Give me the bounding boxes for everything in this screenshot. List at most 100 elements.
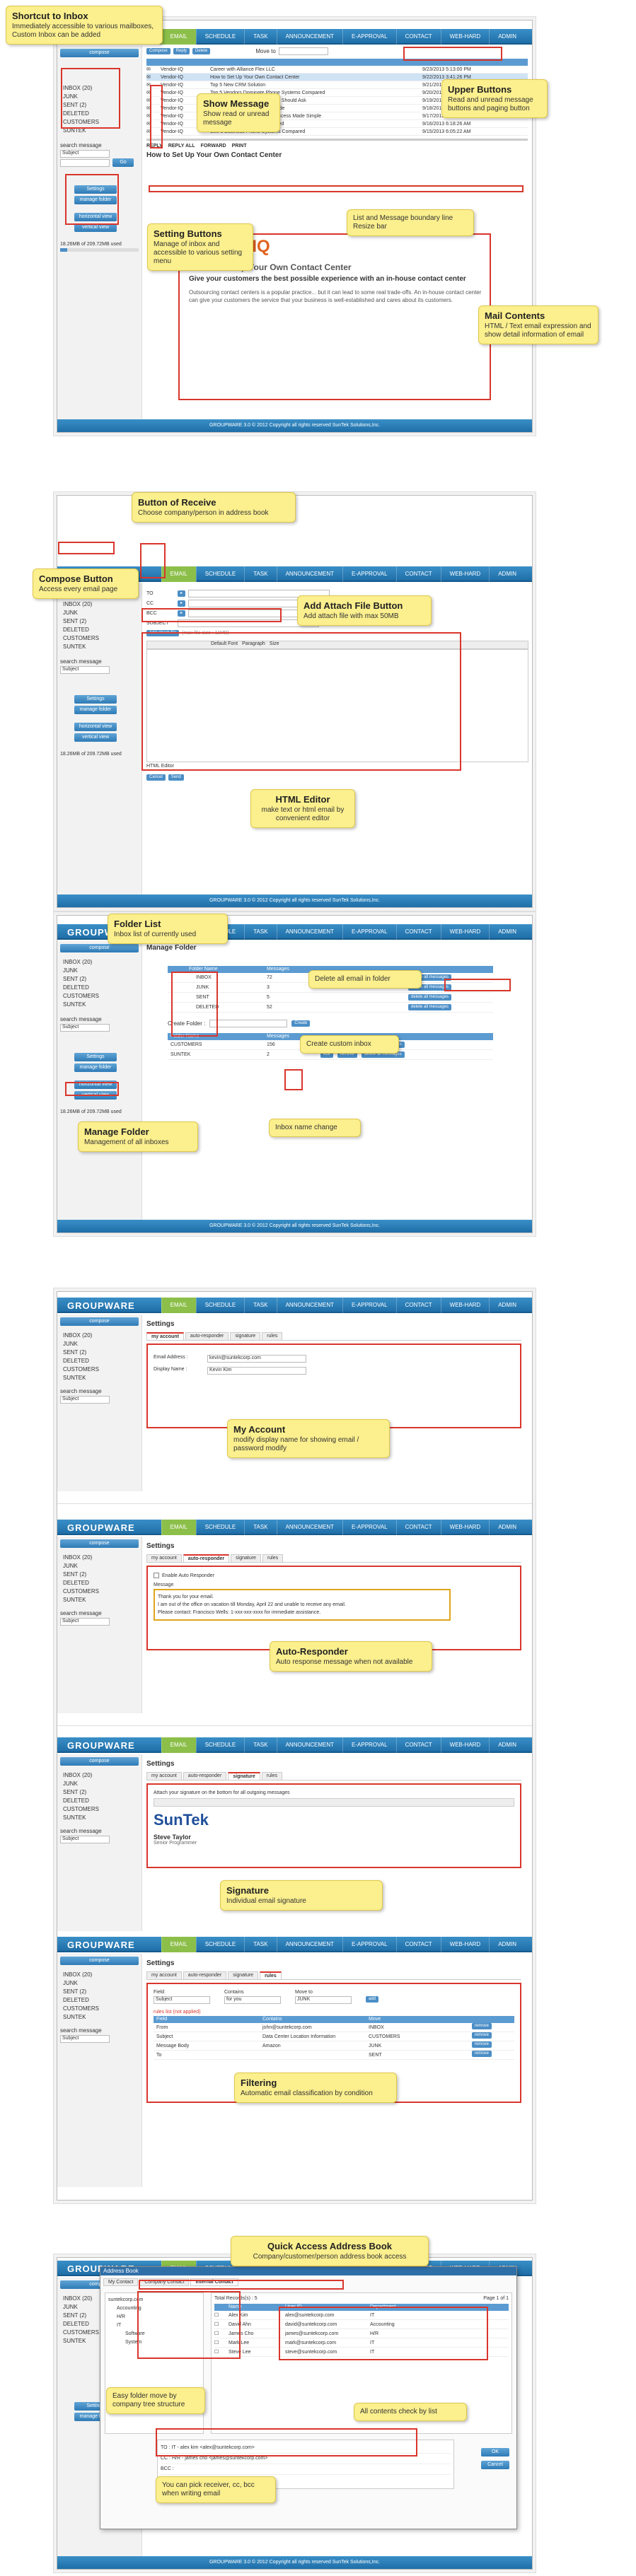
nav-tab-admin[interactable]: ADMIN — [489, 1520, 525, 1535]
nav-tab-contact[interactable]: CONTACT — [395, 1520, 441, 1535]
folder-item[interactable]: JUNK — [63, 93, 78, 100]
folder-item[interactable]: CUSTOMERS — [63, 2329, 99, 2336]
tree-node[interactable]: suntekcorp.com — [108, 2297, 144, 2302]
nav-tab-web-hard[interactable]: WEB-HARD — [440, 1520, 490, 1535]
nav-tab-announcement[interactable]: ANNOUNCEMENT — [276, 1520, 342, 1535]
folder-item[interactable]: JUNK — [63, 1980, 78, 1986]
vertical-view-button[interactable]: vertical view — [74, 733, 117, 742]
rule-input[interactable]: for you — [224, 1996, 281, 2004]
nav-tab-web-hard[interactable]: WEB-HARD — [440, 566, 490, 582]
nav-tab-web-hard[interactable]: WEB-HARD — [440, 1298, 490, 1313]
nav-tab-task[interactable]: TASK — [244, 566, 276, 582]
settings-button[interactable]: Settings — [74, 1053, 117, 1061]
action-forward[interactable]: FORWARD — [200, 144, 226, 148]
nav-tab-admin[interactable]: ADMIN — [489, 29, 525, 45]
manage-folder-button[interactable]: manage folder — [74, 1063, 117, 1072]
nav-tab-email[interactable]: EMAIL — [161, 1937, 196, 1952]
delete-all-button[interactable]: delete all messages — [408, 984, 452, 991]
tree-node[interactable]: IT — [117, 2323, 122, 2328]
nav-tab-email[interactable]: EMAIL — [161, 1298, 196, 1313]
settings-tab-auto-responder[interactable]: auto-responder — [183, 1971, 227, 1979]
folder-item[interactable]: CUSTOMERS — [63, 635, 99, 641]
settings-tab-rules[interactable]: rules — [260, 1971, 282, 1979]
nav-tab-schedule[interactable]: SCHEDULE — [195, 1937, 245, 1952]
edit-folder-button[interactable]: edit — [320, 1051, 333, 1058]
nav-tab-announcement[interactable]: ANNOUNCEMENT — [276, 29, 342, 45]
nav-tab-email[interactable]: EMAIL — [161, 566, 196, 582]
nav-tab-contact[interactable]: CONTACT — [395, 29, 441, 45]
remove-rule-button[interactable]: remove — [472, 2023, 492, 2029]
nav-tab-email[interactable]: EMAIL — [161, 1737, 196, 1753]
settings-tab-rules[interactable]: rules — [262, 1554, 284, 1562]
vertical-view-button[interactable]: vertical view — [74, 223, 117, 232]
nav-tab-contact[interactable]: CONTACT — [395, 566, 441, 582]
delete-all-button[interactable]: delete all messages — [408, 994, 452, 1001]
folder-item[interactable]: SENT (2) — [63, 618, 87, 624]
reply-toolbar-button[interactable]: Reply — [173, 47, 190, 54]
folder-item[interactable]: CUSTOMERS — [63, 993, 99, 999]
auto-message-textarea[interactable]: Thank you for your email.I am out of the… — [154, 1589, 451, 1621]
address-tab[interactable]: My Contact — [103, 2278, 139, 2286]
remove-rule-button[interactable]: remove — [472, 2041, 492, 2048]
cancel-button[interactable]: Cancel — [481, 2461, 509, 2469]
delete-all-button[interactable]: delete all messages — [408, 1004, 452, 1010]
nav-tab-admin[interactable]: ADMIN — [489, 1937, 525, 1952]
folder-item[interactable]: JUNK — [63, 967, 78, 974]
delete-all-button[interactable]: delete all messages — [361, 1051, 405, 1058]
editor-mode[interactable]: HTML Editor — [146, 764, 175, 769]
nav-tab-admin[interactable]: ADMIN — [489, 566, 525, 582]
row-checkbox[interactable]: ☐ — [214, 2313, 219, 2318]
add-rule-button[interactable]: add — [366, 1996, 379, 2003]
search-select[interactable]: Subject — [60, 1024, 110, 1032]
folder-item[interactable]: SUNTEK — [63, 1375, 86, 1381]
nav-tab-schedule[interactable]: SCHEDULE — [195, 1520, 245, 1535]
settings-tab-signature[interactable]: signature — [231, 1554, 261, 1562]
nav-tab-email[interactable]: EMAIL — [161, 1520, 196, 1535]
nav-tab-schedule[interactable]: SCHEDULE — [195, 566, 245, 582]
nav-tab-announcement[interactable]: ANNOUNCEMENT — [276, 566, 342, 582]
compose-button[interactable]: compose — [60, 1957, 139, 1965]
nav-tab-web-hard[interactable]: WEB-HARD — [440, 1937, 490, 1952]
nav-tab-e-approval[interactable]: E-APPROVAL — [342, 29, 396, 45]
receiver-line[interactable]: CC : H/R - james cho <james@suntekcorp.c… — [161, 2454, 451, 2464]
folder-item[interactable]: SENT (2) — [63, 102, 87, 108]
folder-item[interactable]: DELETED — [63, 110, 89, 117]
nav-tab-announcement[interactable]: ANNOUNCEMENT — [276, 1298, 342, 1313]
search-select[interactable]: Subject — [60, 1836, 110, 1843]
nav-tab-contact[interactable]: CONTACT — [395, 924, 441, 940]
nav-tab-admin[interactable]: ADMIN — [489, 1737, 525, 1753]
create-folder-input[interactable] — [209, 1020, 288, 1027]
nav-tab-task[interactable]: TASK — [244, 1737, 276, 1753]
nav-tab-task[interactable]: TASK — [244, 29, 276, 45]
compose-button[interactable]: compose — [60, 1757, 139, 1766]
row-checkbox[interactable]: ☐ — [214, 2331, 219, 2336]
compose-button[interactable]: compose — [60, 1539, 139, 1548]
nav-tab-announcement[interactable]: ANNOUNCEMENT — [276, 924, 342, 940]
folder-item[interactable]: SUNTEK — [63, 643, 86, 650]
delete-toolbar-button[interactable]: Delete — [192, 47, 211, 54]
folder-item[interactable]: INBOX (20) — [63, 1971, 93, 1978]
account-input[interactable]: Kevin Kim — [207, 1367, 306, 1375]
folder-item[interactable]: SENT (2) — [63, 1571, 87, 1578]
enable-checkbox[interactable] — [154, 1573, 159, 1578]
nav-tab-e-approval[interactable]: E-APPROVAL — [342, 566, 396, 582]
nav-tab-e-approval[interactable]: E-APPROVAL — [342, 1520, 396, 1535]
search-input[interactable] — [60, 159, 110, 167]
nav-tab-admin[interactable]: ADMIN — [489, 1298, 525, 1313]
manage-folder-button[interactable]: manage folder — [74, 196, 117, 204]
settings-tab-auto-responder[interactable]: auto-responder — [183, 1772, 227, 1780]
tree-node[interactable]: Accounting — [117, 2306, 141, 2311]
settings-tab-rules[interactable]: rules — [261, 1772, 282, 1780]
compose-button[interactable]: compose — [60, 49, 139, 57]
folder-item[interactable]: JUNK — [63, 2304, 78, 2310]
folder-item[interactable]: SENT (2) — [63, 976, 87, 982]
folder-item[interactable]: SUNTEK — [63, 1814, 86, 1821]
receiver-line[interactable]: TO : IT - alex kim <alex@suntekcorp.com> — [161, 2443, 451, 2454]
horizontal-view-button[interactable]: horizontal view — [74, 213, 117, 221]
nav-tab-schedule[interactable]: SCHEDULE — [195, 29, 245, 45]
tree-node[interactable]: H/R — [117, 2314, 126, 2319]
action-print[interactable]: PRINT — [231, 144, 247, 148]
delete-all-button[interactable]: delete all messages — [408, 974, 452, 981]
